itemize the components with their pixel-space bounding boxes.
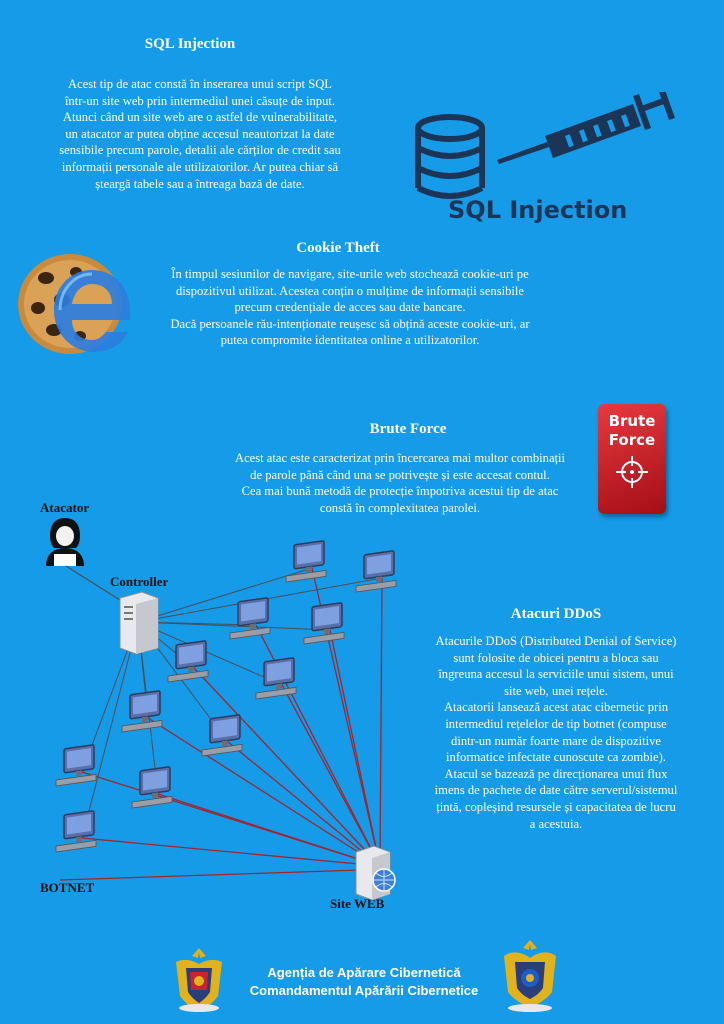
target-icon [616,456,648,488]
emblem-left-icon [176,948,222,1012]
syringe-icon [497,92,675,164]
attacker-label: Atacator [40,500,90,515]
ddos-line: a acestuia. [529,816,583,831]
botnet-computer-icon [229,597,271,640]
sql-line: Atunci când un site web are o astfel de … [62,110,338,125]
browser-e-icon [54,270,130,352]
sql-line: șteargă tabele sau a întreaga bază de da… [95,176,305,191]
controller-label: Controller [110,574,169,589]
footer-text: Agenția de Apărare Cibernetică Comandame… [224,964,504,1000]
brute-line: Cea mai bună metodă de protecție împotri… [241,484,559,499]
sql-text: Acest tip de atac constă în inserarea un… [20,76,380,192]
sql-line: un atacator ar putea obține accesul neau… [65,126,335,141]
cookie-line: precum credențiale de acces sau date ban… [234,300,466,315]
emblem-right-icon [504,940,556,1012]
botnet-computer-icon [55,810,97,853]
badge-line-1: Brute [608,412,656,430]
ddos-line: imens de pachete de date către serverul/… [434,783,678,798]
ddos-line: Atacurile DDoS (Distributed Denial of Se… [435,634,677,648]
controller-server-icon [119,591,159,655]
brute-text: Acest atac este caracterizat prin încerc… [190,450,610,516]
brute-line: Acest atac este caracterizat prin încerc… [234,451,566,465]
botnet-label: BOTNET [40,880,95,895]
ddos-line: informatice infectate cunoscute ca zombi… [446,750,666,765]
ddos-line: țintă, copleșind resursele și capacitate… [436,799,676,814]
ddos-line: intermediul rețelelor de tip botnet (com… [445,716,667,731]
cookie-line: În timpul sesiunilor de navigare, site-u… [171,267,529,281]
botnet-computer-icon [167,640,209,683]
botnet-computer-icon [121,690,163,733]
ddos-line: dintr-un număr foarte mare de dispozitiv… [451,733,661,748]
sql-line: Acest tip de atac constă în inserarea un… [67,77,333,91]
sql-line: sensibile precum parole, detalii ale căr… [59,143,341,158]
brute-force-badge: Brute Force [598,404,666,514]
sql-line: informații personale ale utilizatorilor.… [61,159,339,174]
botnet-computer-icon [55,744,97,787]
ddos-network-diagram [55,540,397,900]
sql-graphic-label: SQL Injection [448,196,628,224]
botnet-computer-icon [355,550,397,593]
cookie-line: Dacă persoanele rău-intenționate reușesc… [170,316,530,331]
cookie-text: În timpul sesiunilor de navigare, site-u… [120,266,580,349]
database-icon [415,114,485,199]
ddos-line: îngreuna accesul la serviciile unui sist… [438,667,674,682]
botnet-computer-icon [201,714,243,757]
footer-line-1: Agenția de Apărare Cibernetică [267,965,461,980]
sql-line: într-un site web prin intermediul unei c… [64,93,336,108]
website-server-icon [355,845,396,900]
cookie-line: dispozitivul utilizat. Acestea conțin o … [175,283,524,298]
ddos-line: site web, unei rețele. [504,683,608,698]
brute-line: de parole până când una se potrivește și… [250,467,550,482]
ddos-line: Atacatorii lansează acest atac ciberneti… [443,700,669,715]
botnet-computer-icon [255,657,297,700]
botnet-computer-icon [131,766,173,809]
brute-line: constă în complexitatea parolei. [319,500,481,515]
ddos-line: sunt folosite de obicei pentru a bloca s… [453,650,659,665]
cookie-line: putea compromite identitatea online a ut… [220,333,480,348]
badge-line-2: Force [608,431,656,449]
botnet-computer-icon [303,602,345,645]
footer-line-2: Comandamentul Apărării Cibernetice [249,983,479,998]
botnet-computer-icon [285,540,327,583]
cookie-title: Cookie Theft [296,240,380,256]
hacker-icon [46,518,84,566]
ddos-line: Atacul se bazează pe direcționarea unui … [444,766,668,781]
sql-title: SQL Injection [144,36,236,52]
ddos-text: Atacurile DDoS (Distributed Denial of Se… [398,633,714,832]
ddos-title: Atacuri DDoS [510,606,602,622]
brute-title: Brute Force [369,421,447,437]
